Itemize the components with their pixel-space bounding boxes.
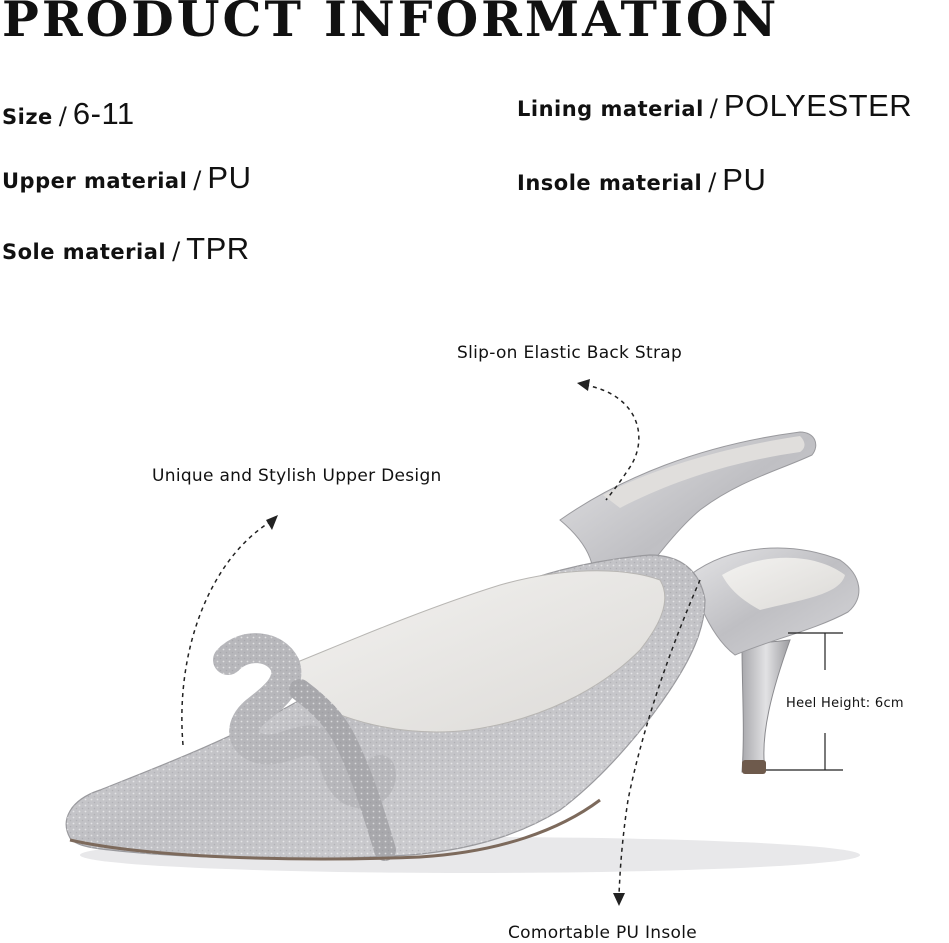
spec-lining-material: Lining material/POLYESTER — [517, 88, 912, 124]
heel-insole — [722, 557, 845, 610]
spec-value: PU — [722, 162, 767, 197]
spec-separator: / — [193, 166, 202, 194]
spec-value: PU — [207, 160, 252, 195]
upper-design-arrow — [181, 521, 271, 746]
spec-label: Size — [2, 105, 53, 129]
elastic-band — [603, 436, 805, 508]
spec-size: Size/6-11 — [2, 96, 135, 132]
heel-height-marker — [766, 632, 843, 771]
spec-sole-material: Sole material/TPR — [2, 231, 250, 267]
insole-arrowhead — [613, 893, 625, 906]
heel-tip — [742, 760, 766, 774]
back-strap-arrow — [584, 384, 640, 501]
spec-value: TPR — [186, 231, 250, 266]
spec-label: Lining material — [517, 97, 704, 121]
callout-back-strap: Slip-on Elastic Back Strap — [457, 343, 683, 363]
braid-ornament — [213, 633, 396, 861]
spec-separator: / — [172, 237, 181, 265]
callout-insole: Comortable PU Insole — [508, 923, 698, 943]
callout-upper-design: Unique and Stylish Upper Design — [152, 466, 442, 486]
sole-edge — [69, 798, 601, 861]
insole-arrow — [618, 579, 701, 896]
callout-heel-height: Heel Height: 6cm — [786, 696, 904, 711]
upper-design-arrowhead — [266, 515, 278, 530]
back-strap-arrowhead — [577, 379, 590, 391]
shoe-lining — [289, 570, 666, 733]
heel — [741, 639, 791, 773]
spec-insole-material: Insole material/PU — [517, 162, 766, 198]
spec-separator: / — [58, 102, 67, 130]
spec-upper-material: Upper material/PU — [2, 160, 251, 196]
spec-separator: / — [708, 168, 717, 196]
spec-label: Sole material — [2, 240, 167, 264]
spec-value: 6-11 — [72, 96, 135, 131]
page-title: PRODUCT INFORMATION — [2, 0, 780, 48]
spec-label: Upper material — [2, 169, 188, 193]
spec-label: Insole material — [517, 171, 703, 195]
spec-separator: / — [709, 94, 718, 122]
spec-value: POLYESTER — [723, 88, 913, 123]
